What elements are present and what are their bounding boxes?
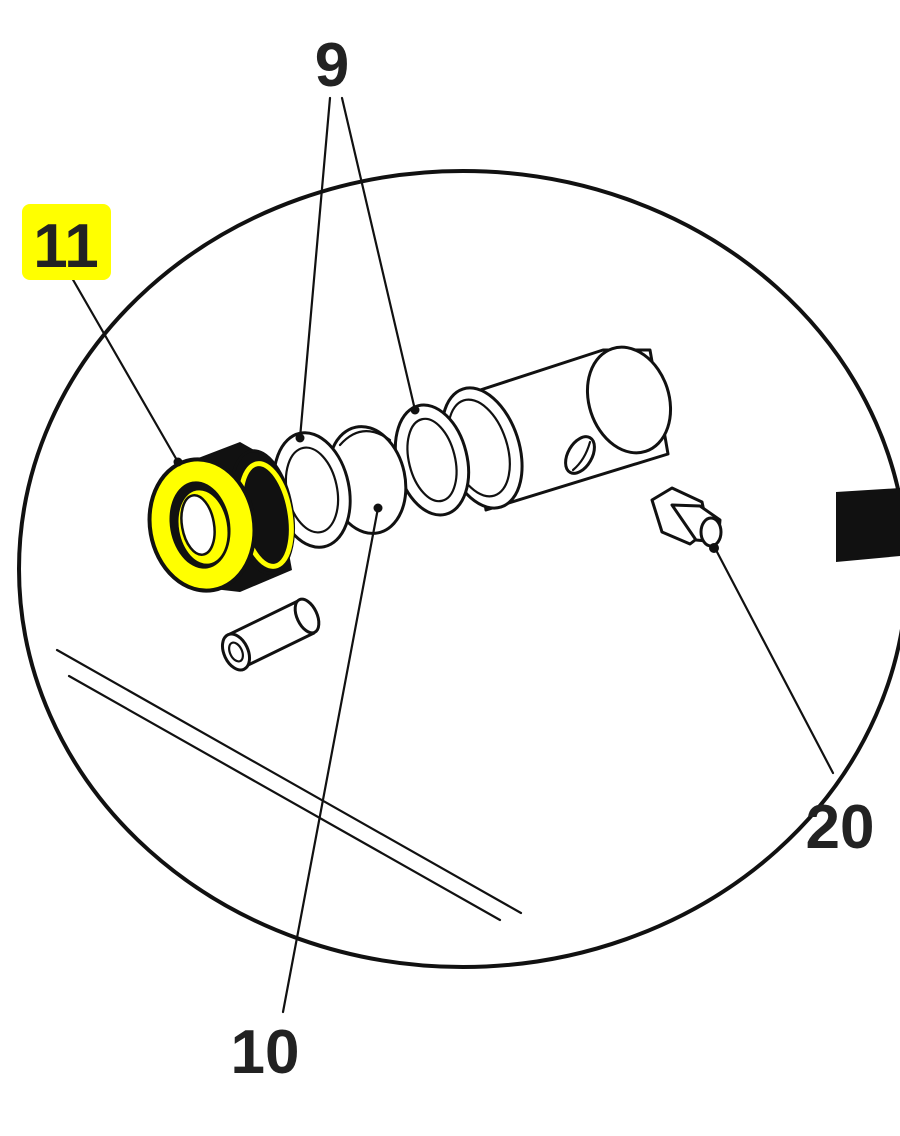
- callout-10: 10: [231, 1018, 300, 1087]
- frame-line-upper: [55, 648, 523, 915]
- frame-line-lower: [67, 674, 502, 922]
- callout-20: 20: [806, 793, 875, 862]
- callout-11: 11: [33, 212, 99, 281]
- callout-9: 9: [315, 31, 349, 100]
- pin: [220, 597, 321, 672]
- detail-circle: [17, 169, 900, 969]
- leader-lines: [70, 96, 835, 1014]
- fitting: [650, 486, 723, 553]
- seal-ring-highlighted: [147, 442, 295, 593]
- cylinder-housing: [440, 345, 673, 512]
- callout-11-highlight: [22, 204, 111, 280]
- outer-bar: [836, 488, 900, 562]
